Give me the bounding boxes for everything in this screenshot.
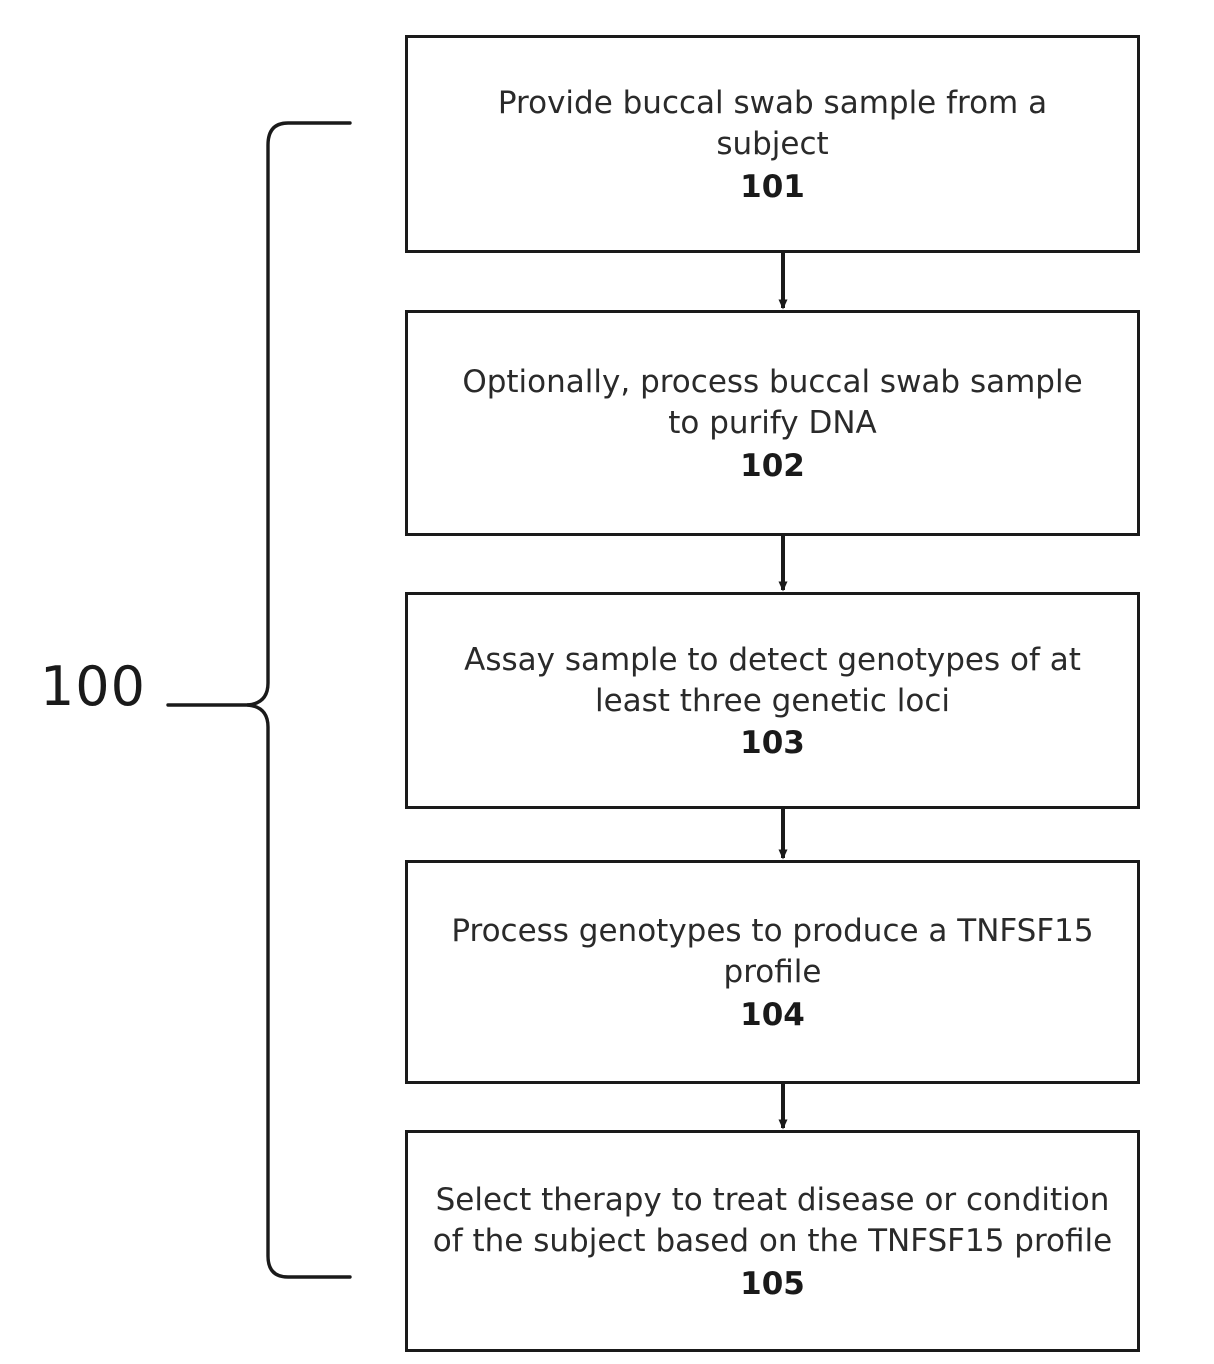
group-brace-icon xyxy=(166,121,352,1279)
process-box-101-text: Provide buccal swab sample from a subjec… xyxy=(497,85,1048,162)
process-box-101: Provide buccal swab sample from a subjec… xyxy=(405,35,1140,253)
process-box-102-text: Optionally, process buccal swab sample t… xyxy=(462,364,1083,441)
process-box-103: Assay sample to detect genotypes of at l… xyxy=(405,592,1140,809)
process-box-101-number: 101 xyxy=(740,168,805,205)
process-box-103-text: Assay sample to detect genotypes of at l… xyxy=(464,641,1081,719)
process-box-105: Select therapy to treat disease or condi… xyxy=(405,1130,1140,1352)
process-box-105-text: Select therapy to treat disease or condi… xyxy=(432,1182,1113,1259)
process-box-103-number: 103 xyxy=(740,725,805,762)
process-box-105-number: 105 xyxy=(740,1265,805,1302)
process-box-104-number: 104 xyxy=(740,996,805,1033)
process-box-102: Optionally, process buccal swab sample t… xyxy=(405,310,1140,536)
process-box-102-number: 102 xyxy=(740,447,805,484)
process-box-104-text: Process genotypes to produce a TNFSF15 p… xyxy=(451,913,1094,990)
process-box-104: Process genotypes to produce a TNFSF15 p… xyxy=(405,860,1140,1084)
figure-reference-numeral: 100 xyxy=(39,655,147,718)
